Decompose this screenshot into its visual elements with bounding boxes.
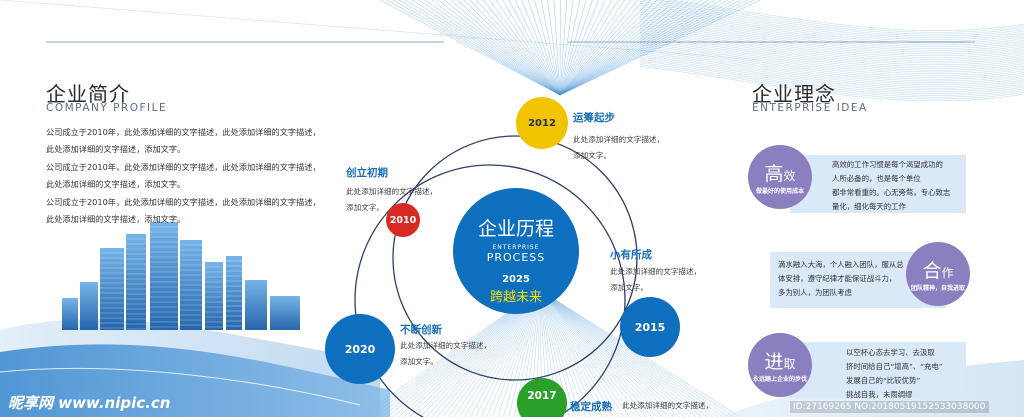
- history-center-sub2: PROCESS: [486, 251, 546, 264]
- idea-circle-efficiency: 高效 做最好的使用成本: [748, 145, 812, 209]
- idea-circle-enterprising: 进取 永远踏上企业的步伐: [748, 333, 812, 397]
- city-skyline-illustration: [62, 222, 300, 330]
- milestone-circle-2010: 2010: [386, 203, 420, 237]
- watermark-right: ID:27169265 NO:20180519152533038000: [790, 401, 989, 413]
- milestone-circle-2017: 2017: [517, 378, 567, 417]
- profile-paragraph: 公司成立于2010年，此处添加详细的文字描述，此处添加详细的文字描述， 此处添加…: [46, 197, 321, 224]
- idea-text-enterprising: 以空杯心态去学习、去汲取 挤时间给自己“增高”、“充电” 发展自己的“比较优势”…: [846, 348, 943, 399]
- idea-circle-cooperation: 合作 团队精神，自我进取: [906, 242, 970, 306]
- profile-paragraph: 公司成立于2010年，此处添加详细的文字描述，此处添加详细的文字描述， 此处添加…: [46, 127, 321, 154]
- idea-box-enterprising: [790, 342, 966, 398]
- milestone-text-2012: 此处添加详细的文字描述， 添加文字。: [573, 135, 665, 160]
- milestone-title-2010: 创立初期: [346, 167, 388, 179]
- milestone-text-2017: 此处添加详细的文字描述，: [622, 401, 714, 410]
- watermark-left: 昵享网 www.nipic.cn: [8, 394, 171, 412]
- milestone-circle-2015: 2015: [620, 297, 680, 357]
- history-center-slogan: 跨越未来: [489, 290, 542, 305]
- milestone-circle-2020: 2020: [325, 314, 395, 384]
- milestone-title-2020: 不断创新: [400, 324, 442, 336]
- milestone-title-2012: 运筹起步: [573, 112, 615, 124]
- milestone-text-2015: 此处添加详细的文字描述， 添加文字。: [610, 267, 702, 292]
- idea-text-efficiency: 高效的工作习惯是每个渴望成功的 人所必备的，也是每个单位 都非常看重的。心无旁骛…: [832, 160, 951, 211]
- timeline-ring-outer: [392, 135, 638, 381]
- milestone-circle-2012: 2012: [516, 97, 568, 149]
- company-profile-text: 公司成立于2010年，此处添加详细的文字描述，此处添加详细的文字描述， 此处添加…: [46, 124, 326, 228]
- company-profile-subtitle: COMPANY PROFILE: [46, 102, 168, 114]
- timeline-ring-inner: [354, 164, 626, 417]
- milestone-title-2015: 小有所成: [610, 249, 652, 261]
- top-line-fan: [379, 0, 761, 96]
- company-profile-title: 企业简介: [46, 82, 130, 106]
- enterprise-idea-title: 企业理念: [752, 82, 836, 106]
- history-center-title: 企业历程: [477, 218, 554, 240]
- enterprise-idea-subtitle: ENTERPRISE IDEA: [752, 102, 868, 114]
- idea-box-efficiency: [790, 155, 966, 213]
- idea-text-cooperation: 滴水融入大海，个人融入团队，服从总 体安排，遵守纪律才能保证战斗力， 多为别人，…: [778, 260, 904, 297]
- right-line-fan: [0, 0, 1024, 102]
- profile-paragraph: 公司成立于2010年，此处添加详细的文字描述，此处添加详细的文字描述， 此处添加…: [46, 162, 321, 189]
- milestone-title-2017: 稳定成熟: [570, 401, 612, 413]
- history-center-sub1: ENTERPRISE: [492, 244, 540, 251]
- milestone-text-2010: 此处添加详细的文字描述， 添加文字。: [346, 187, 438, 212]
- history-center-year: 2025: [502, 274, 530, 285]
- milestone-text-2020: 此处添加详细的文字描述， 添加文字。: [400, 341, 492, 366]
- history-center-circle: 企业历程 ENTERPRISE PROCESS 2025 跨越未来: [453, 188, 579, 314]
